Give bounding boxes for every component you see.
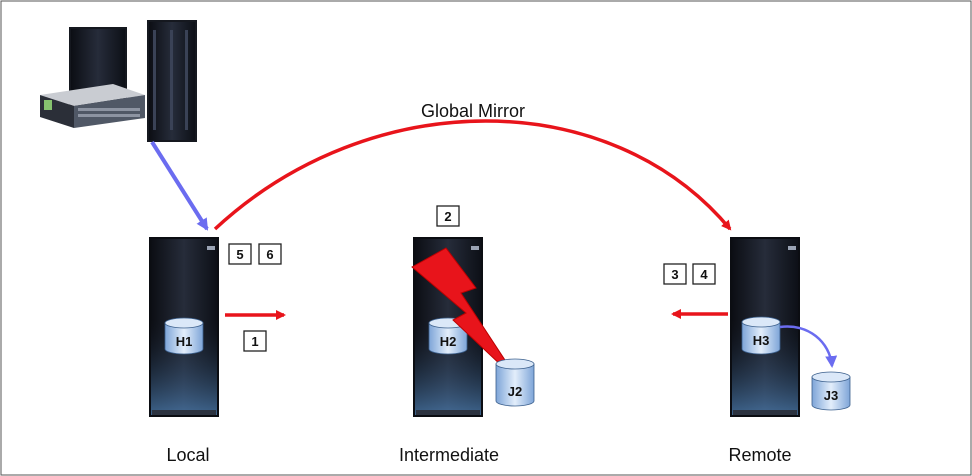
step-6-box: 6 [258, 243, 282, 265]
global-mirror-arc [213, 119, 732, 231]
step-4-box: 4 [692, 263, 716, 285]
host-servers-icon [40, 20, 197, 142]
volume-h1-label: H1 [176, 334, 193, 349]
step-4-label: 4 [700, 267, 708, 282]
volume-h2: H2 [428, 317, 468, 355]
flashcopy-arrow [779, 325, 838, 368]
step-5-label: 5 [236, 247, 243, 262]
site-label-local: Local [166, 445, 209, 465]
failure-lightning-icon [411, 247, 521, 384]
volume-j2: J2 [495, 358, 535, 407]
site-label-intermediate: Intermediate [399, 445, 499, 465]
step-6-label: 6 [266, 247, 273, 262]
step-5-box: 5 [228, 243, 252, 265]
step-2-label: 2 [444, 209, 451, 224]
volume-h1: H1 [164, 317, 204, 355]
step-1-box: 1 [243, 330, 267, 352]
local-storage-system [149, 237, 219, 417]
step-3-label: 3 [671, 267, 678, 282]
volume-h2-label: H2 [440, 334, 457, 349]
volume-h3-label: H3 [753, 333, 770, 348]
host-write-arrow [150, 140, 209, 231]
site-label-remote: Remote [728, 445, 791, 465]
step-1-label: 1 [251, 334, 258, 349]
step-3-box: 3 [663, 263, 687, 285]
global-mirror-label: Global Mirror [421, 101, 525, 121]
step-2-box: 2 [436, 205, 460, 227]
volume-h3: H3 [741, 316, 781, 355]
volume-j3-label: J3 [824, 388, 838, 403]
volume-j2-label: J2 [508, 384, 522, 399]
volume-j3: J3 [811, 371, 851, 411]
